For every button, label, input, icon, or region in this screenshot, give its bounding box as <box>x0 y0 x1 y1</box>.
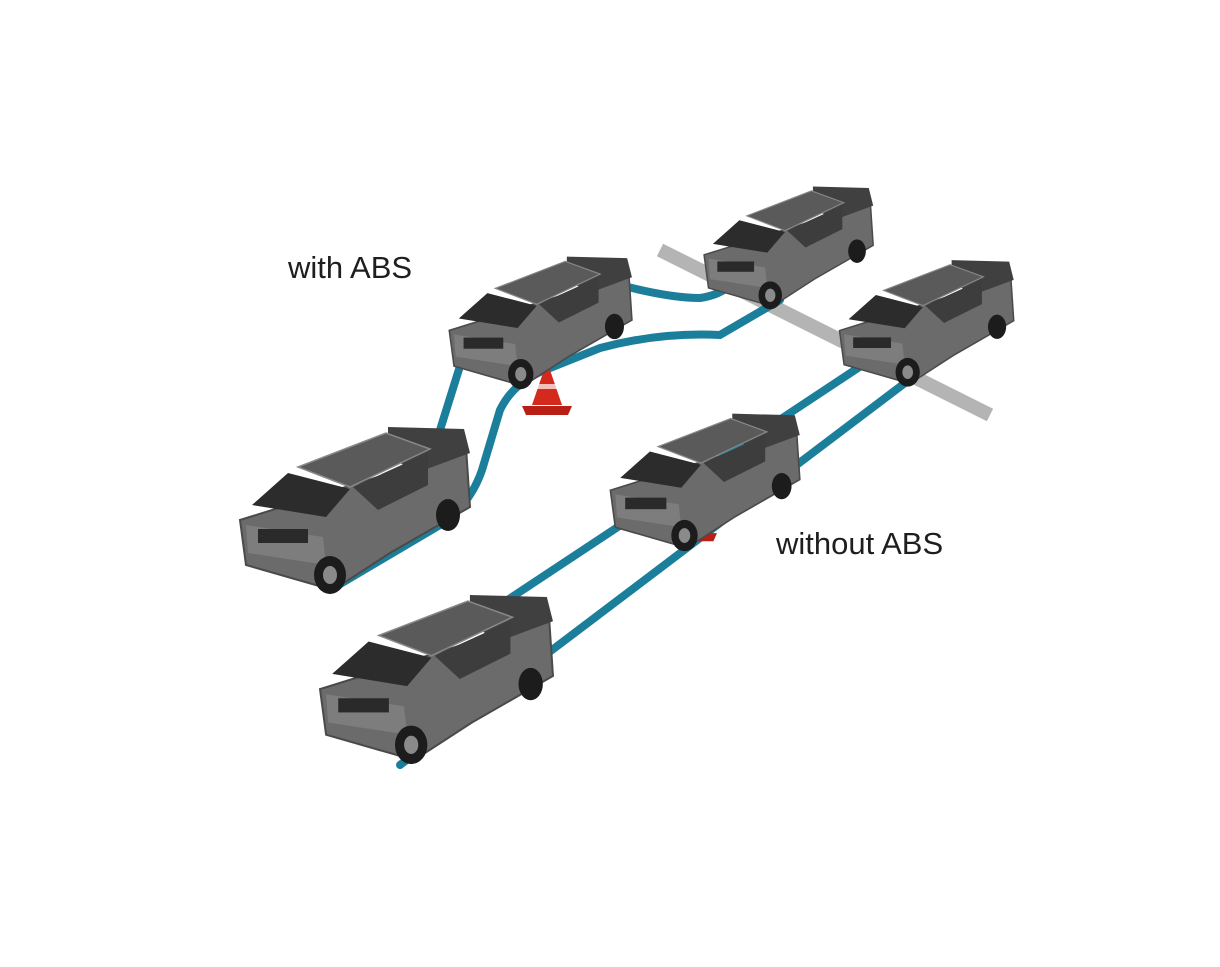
truck-without-abs-start <box>318 593 555 766</box>
without-abs-label: without ABS <box>776 526 944 561</box>
truck-without-abs-stop <box>838 259 1015 388</box>
truck-without-abs-collision <box>609 412 801 552</box>
with-abs-label: with ABS <box>288 250 413 285</box>
truck-with-abs-swerve <box>448 255 633 390</box>
truck-with-abs-stop <box>703 185 874 310</box>
truck-with-abs-start <box>239 426 471 595</box>
